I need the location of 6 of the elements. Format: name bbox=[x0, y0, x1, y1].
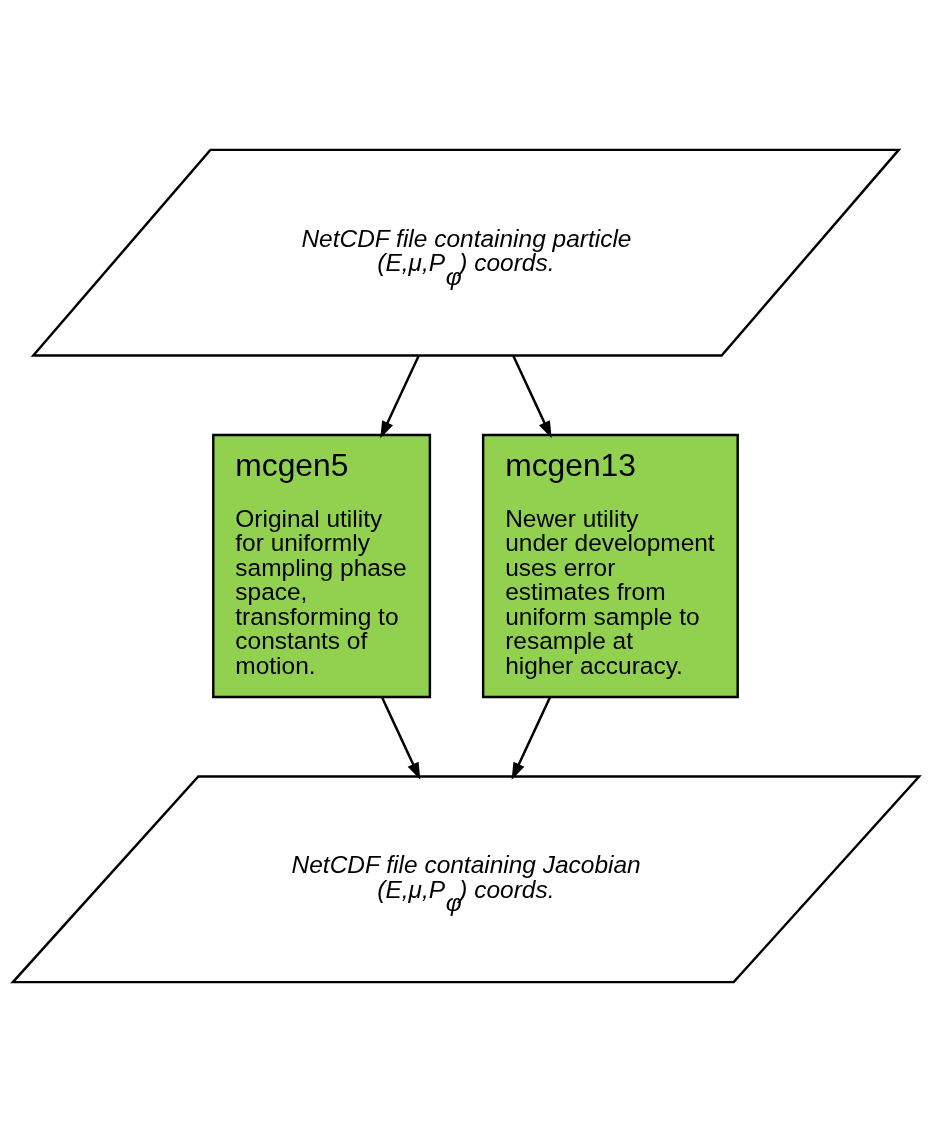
arrow bbox=[380, 354, 420, 438]
arrow bbox=[511, 696, 552, 780]
node-box: mcgen13 Newer utility under development uses error estimates from uniform sample to resample at higher accuracy. bbox=[481, 433, 739, 698]
node-box: mcgen5 Original utility for uniformly sampling phase space, transforming to constants of motion. bbox=[212, 433, 432, 698]
arrow bbox=[512, 354, 552, 438]
arrow bbox=[380, 696, 421, 780]
